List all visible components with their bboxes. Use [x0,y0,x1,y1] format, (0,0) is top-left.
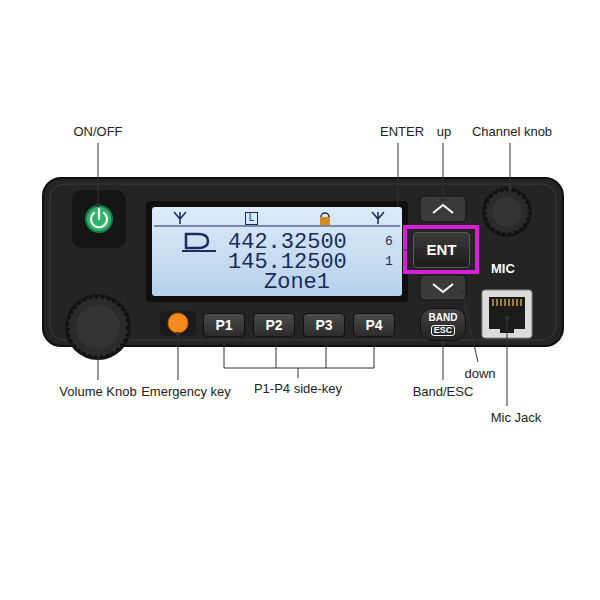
callout-label: P1-P4 side-key [254,381,342,396]
frequency-readout: 442.32500 [228,232,347,254]
button-label: ESC [431,325,456,336]
callout-label: Mic Jack [491,410,542,425]
button-label: P2 [265,318,282,333]
side-key-button: P3 [303,313,345,337]
lcd-screen: 442.32500 6 145.12500 1Zone1 L [152,207,402,296]
side-key-button: P4 [353,313,395,337]
band-esc-button: BANDESC [420,308,466,341]
callout-label: Band/ESC [413,384,474,399]
callout-label: Channel knob [472,124,552,139]
channel-number: 6 [385,235,393,248]
callout-label: ON/OFF [73,124,122,139]
zone-name: Zone1 [264,272,330,294]
callout-label: down [464,366,495,381]
status-letter: L [249,213,255,224]
side-key-button: P2 [253,313,295,337]
radio-body: MIC 442.32500 6 145.12500 1Zone1 L P1 P2 P3 P4 ENT… [43,178,563,346]
callout-label: ENTER [380,124,424,139]
button-label: P4 [365,318,382,333]
button-label: P1 [215,318,232,333]
channel-number: 1 [385,255,393,268]
button-label: ENT [427,242,457,258]
button-label: BAND [429,313,458,324]
side-key-button: P1 [203,313,245,337]
callout-label: Volume Knob [59,384,136,399]
button-label: P3 [315,318,332,333]
frequency-readout: 145.12500 [228,252,347,274]
callout-label: Emergency key [141,384,231,399]
mic-label: MIC [491,262,515,275]
callout-label: up [437,124,451,139]
status-icon-box: L [245,212,258,225]
enter-button: ENT [413,232,470,268]
